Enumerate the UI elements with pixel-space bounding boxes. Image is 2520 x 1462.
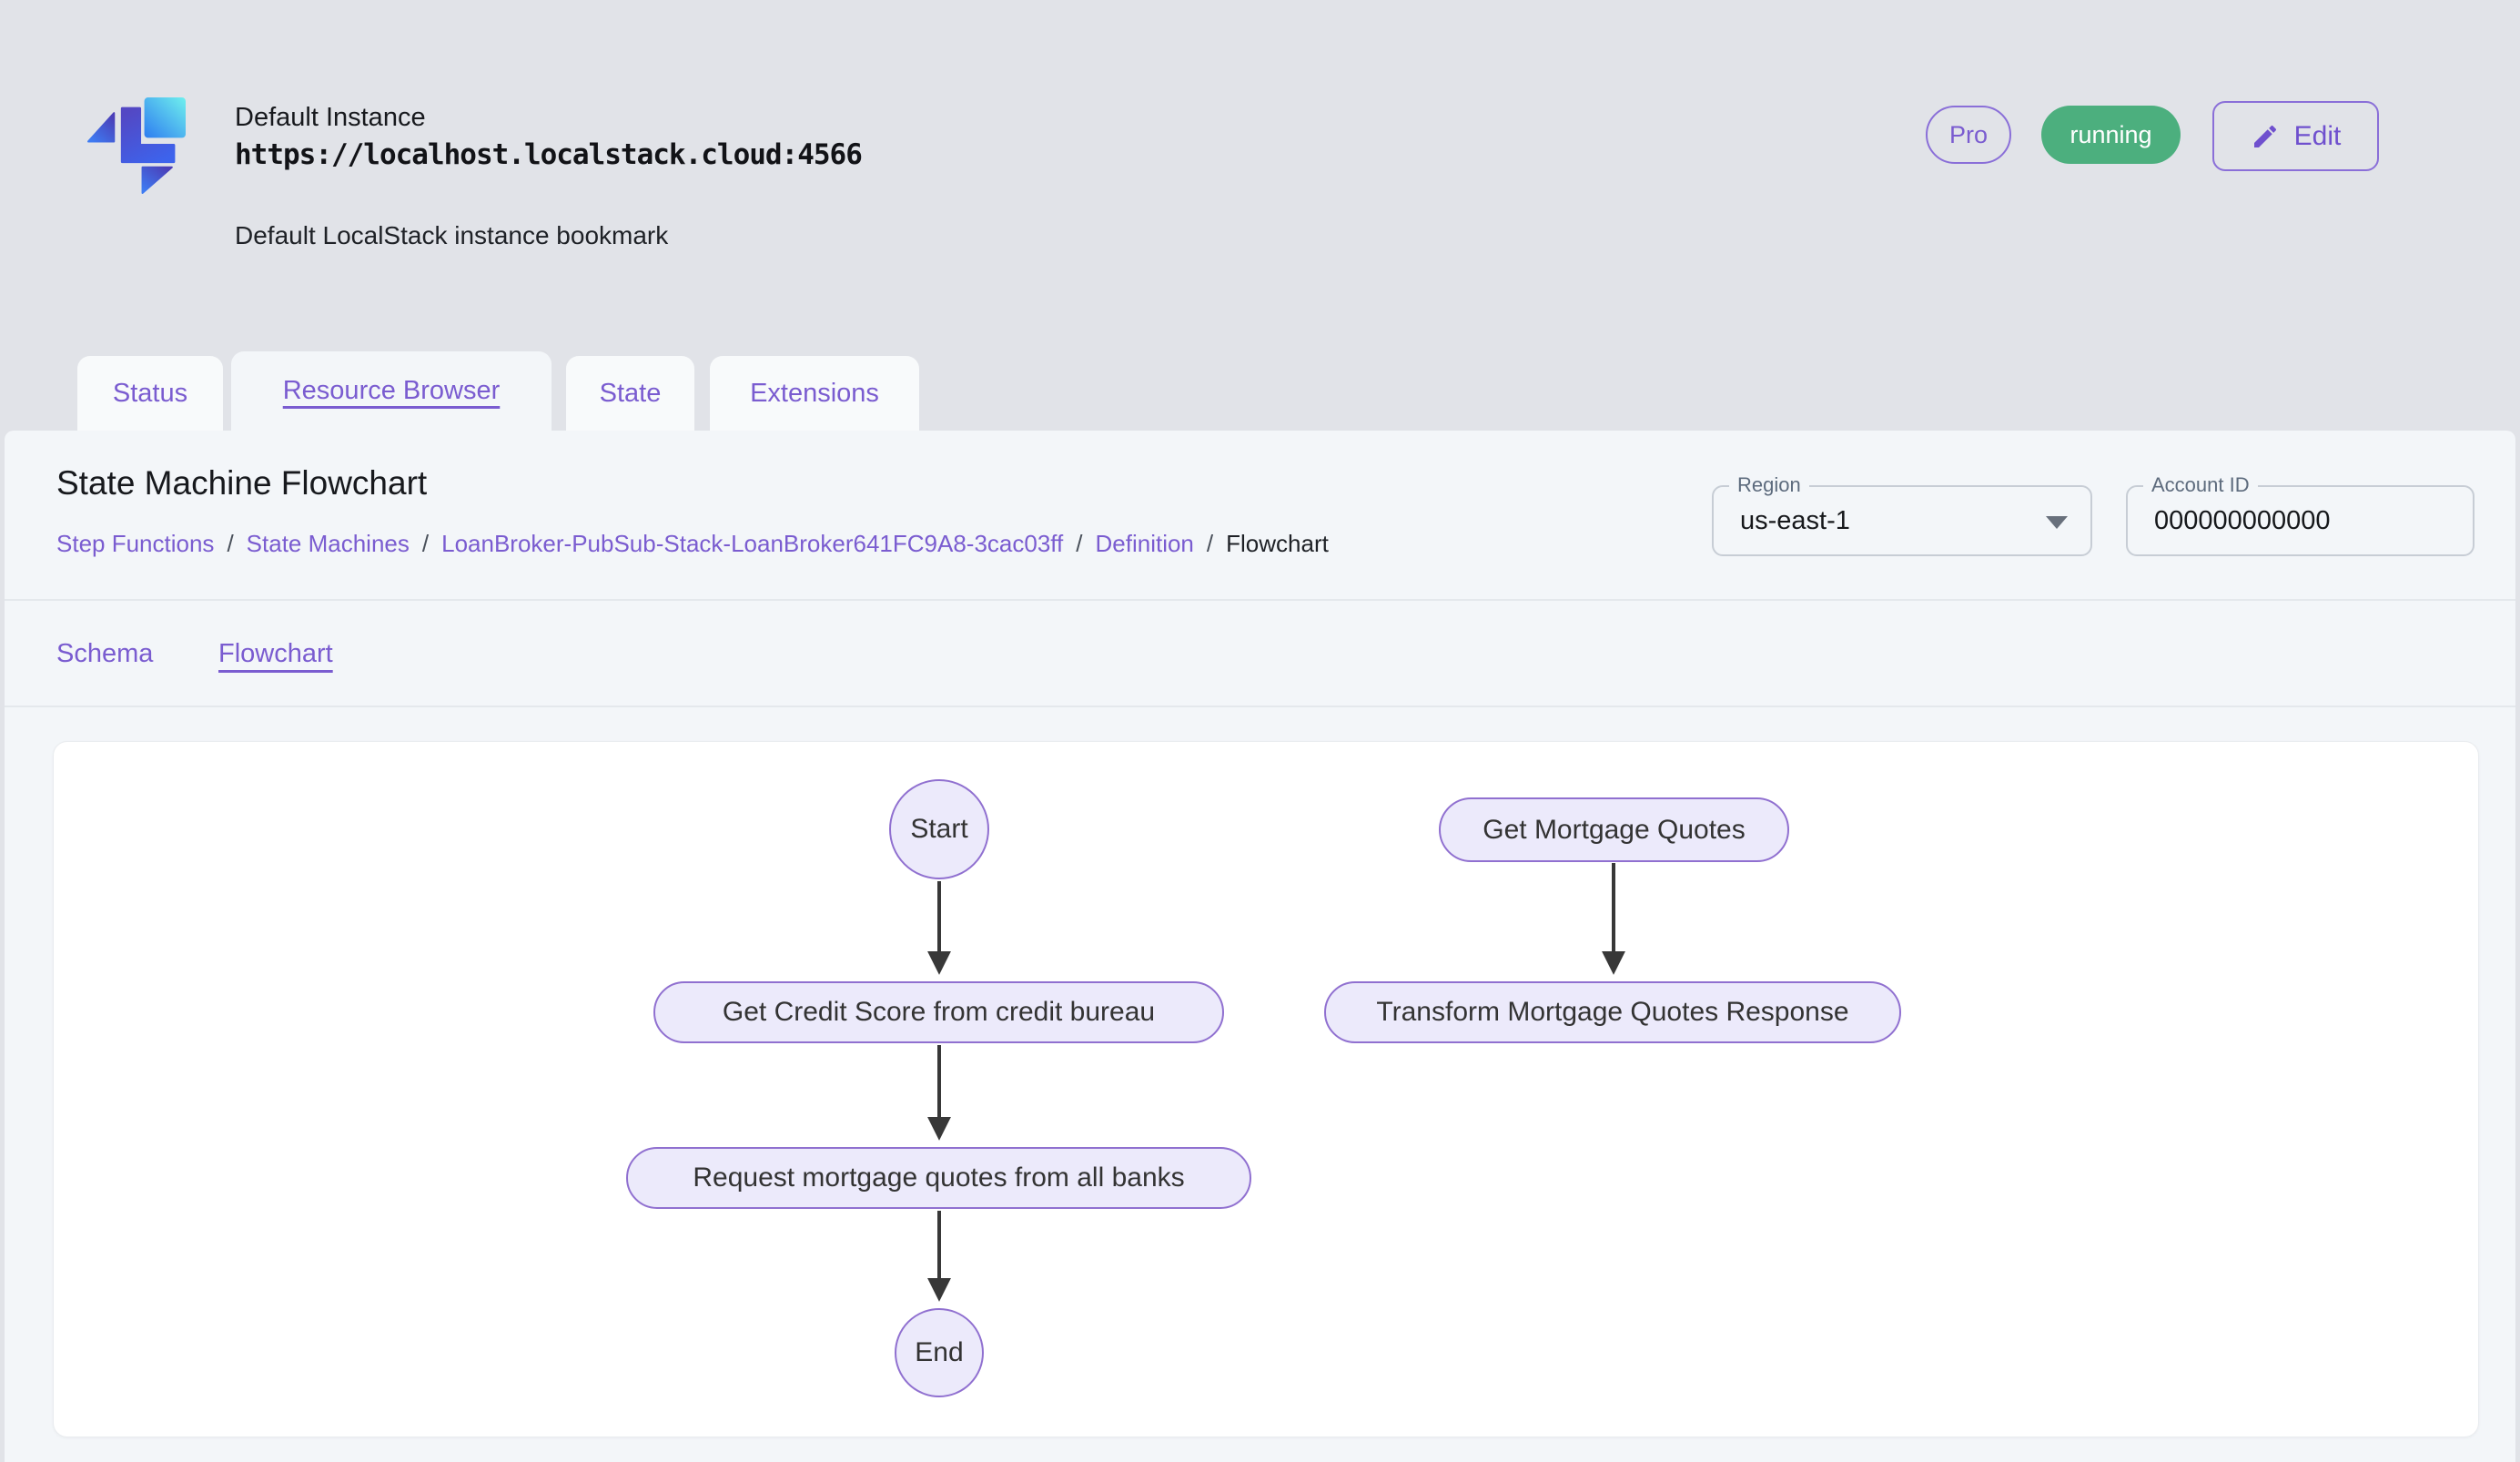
- flowchart-node-end: End: [895, 1308, 984, 1397]
- flowchart-node-get-mortgage-quotes: Get Mortgage Quotes: [1439, 797, 1789, 862]
- region-value: us-east-1: [1740, 505, 1850, 535]
- flowchart-card: Start Get Credit Score from credit burea…: [53, 741, 2479, 1437]
- page-title: State Machine Flowchart: [56, 464, 428, 502]
- subtab-schema[interactable]: Schema: [56, 639, 154, 668]
- tab-resource-browser[interactable]: Resource Browser: [231, 351, 552, 431]
- tab-status[interactable]: Status: [77, 356, 223, 431]
- account-id-value: 000000000000: [2154, 505, 2331, 535]
- breadcrumb-step-functions[interactable]: Step Functions: [56, 530, 215, 557]
- account-id-field[interactable]: Account ID 000000000000: [2126, 473, 2474, 556]
- status-badge: running: [2041, 106, 2181, 164]
- edit-button[interactable]: Edit: [2212, 101, 2379, 171]
- flowchart-node-get-credit-score: Get Credit Score from credit bureau: [653, 981, 1224, 1043]
- divider: [5, 599, 2515, 601]
- chevron-down-icon: [2046, 516, 2068, 529]
- breadcrumb: Step Functions / State Machines / LoanBr…: [56, 530, 1329, 558]
- breadcrumb-flowchart: Flowchart: [1226, 530, 1329, 557]
- instance-description: Default LocalStack instance bookmark: [235, 221, 669, 249]
- breadcrumb-state-machines[interactable]: State Machines: [246, 530, 410, 557]
- breadcrumb-definition[interactable]: Definition: [1095, 530, 1194, 557]
- localstack-logo-icon: [87, 97, 186, 194]
- breadcrumb-state-machine-name[interactable]: LoanBroker-PubSub-Stack-LoanBroker641FC9…: [441, 530, 1064, 557]
- tab-state[interactable]: State: [566, 356, 694, 431]
- region-label: Region: [1729, 473, 1809, 497]
- account-id-label: Account ID: [2143, 473, 2258, 497]
- instance-url: https://localhost.localstack.cloud:4566: [235, 138, 863, 171]
- edit-button-label: Edit: [2293, 120, 2342, 151]
- flowchart-edges: [927, 863, 1625, 1302]
- flowchart-node-request-quotes: Request mortgage quotes from all banks: [626, 1147, 1251, 1209]
- breadcrumb-separator: /: [227, 530, 234, 557]
- breadcrumb-separator: /: [1206, 530, 1214, 557]
- tab-extensions[interactable]: Extensions: [710, 356, 919, 431]
- divider: [5, 706, 2515, 707]
- flowchart-node-start: Start: [889, 779, 989, 879]
- breadcrumb-separator: /: [421, 530, 430, 557]
- instance-name: Default Instance: [235, 103, 426, 132]
- subtab-flowchart[interactable]: Flowchart: [218, 639, 333, 668]
- flowchart-node-transform-response: Transform Mortgage Quotes Response: [1324, 981, 1901, 1043]
- breadcrumb-separator: /: [1076, 530, 1083, 557]
- region-select[interactable]: Region us-east-1: [1712, 473, 2092, 556]
- pro-badge: Pro: [1926, 106, 2011, 164]
- pencil-icon: [2253, 125, 2276, 147]
